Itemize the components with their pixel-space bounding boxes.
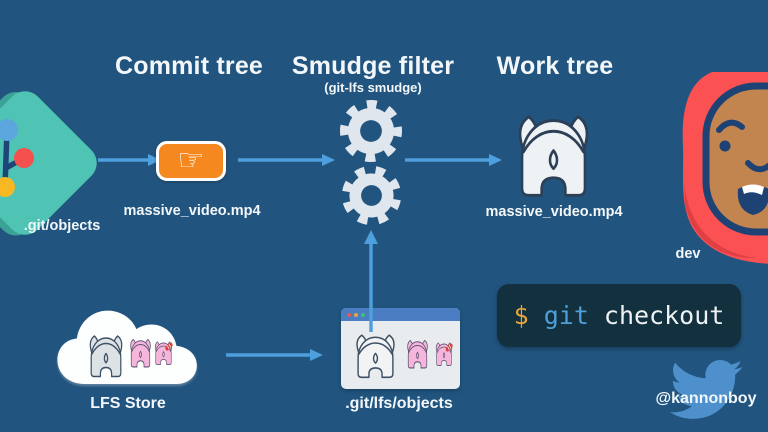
label-git-lfs-objects: .git/lfs/objects	[345, 395, 453, 412]
arrow-lfs-store-to-lfs-objects	[226, 349, 323, 361]
large-file-icon-window-2	[405, 337, 430, 371]
large-file-icon-window-1	[352, 330, 399, 382]
twitter-bird-icon	[670, 360, 743, 419]
terminal-command: git	[543, 301, 589, 330]
label-massive-video-work: massive_video.mp4	[485, 204, 623, 220]
closed-eye-icon	[745, 160, 768, 173]
eyebrow-icon	[716, 119, 745, 133]
arrow-repo-to-pointer	[98, 154, 161, 166]
terminal-argument: checkout	[603, 301, 725, 330]
eye-icon	[719, 140, 731, 152]
browser-titlebar	[341, 308, 460, 321]
developer-avatar	[682, 72, 768, 264]
heading-work-tree: Work tree	[496, 52, 614, 80]
large-file-icon-cloud-1	[86, 331, 126, 381]
large-file-icon-worktree	[511, 107, 596, 204]
gear-icon-top	[338, 98, 404, 164]
heading-smudge-filter: Smudge filter	[291, 52, 455, 80]
gear-icon-bottom	[340, 164, 403, 227]
window-dot-red	[347, 312, 351, 317]
git-repository-icon	[0, 91, 97, 236]
terminal-box: $ git checkout	[497, 284, 741, 347]
arrow-lfs-objects-to-filter	[364, 230, 378, 332]
large-file-icon-cloud-2	[128, 336, 153, 370]
twitter-handle: @kannonboy	[655, 390, 757, 407]
pointing-hand-icon: ☞	[177, 144, 205, 177]
label-git-objects: .git/objects	[23, 218, 101, 234]
arrow-filter-to-worktree	[405, 154, 502, 166]
heading-commit-tree: Commit tree	[114, 52, 264, 80]
label-dev: dev	[675, 246, 701, 262]
heading-smudge-filter-sub: (git-lfs smudge)	[324, 80, 422, 95]
window-dot-orange	[354, 312, 358, 317]
git-branch-icon	[0, 119, 34, 197]
label-massive-video-commit: massive_video.mp4	[123, 203, 261, 219]
teeth-icon	[742, 184, 764, 195]
large-file-icon-window-3	[434, 340, 454, 368]
arrow-pointer-to-filter	[238, 154, 335, 166]
label-lfs-store: LFS Store	[90, 395, 166, 412]
terminal-prompt: $	[513, 301, 529, 330]
lfs-pointer-icon: ☞	[156, 141, 226, 181]
window-dot-green	[361, 312, 365, 317]
large-file-icon-cloud-3	[153, 339, 174, 367]
